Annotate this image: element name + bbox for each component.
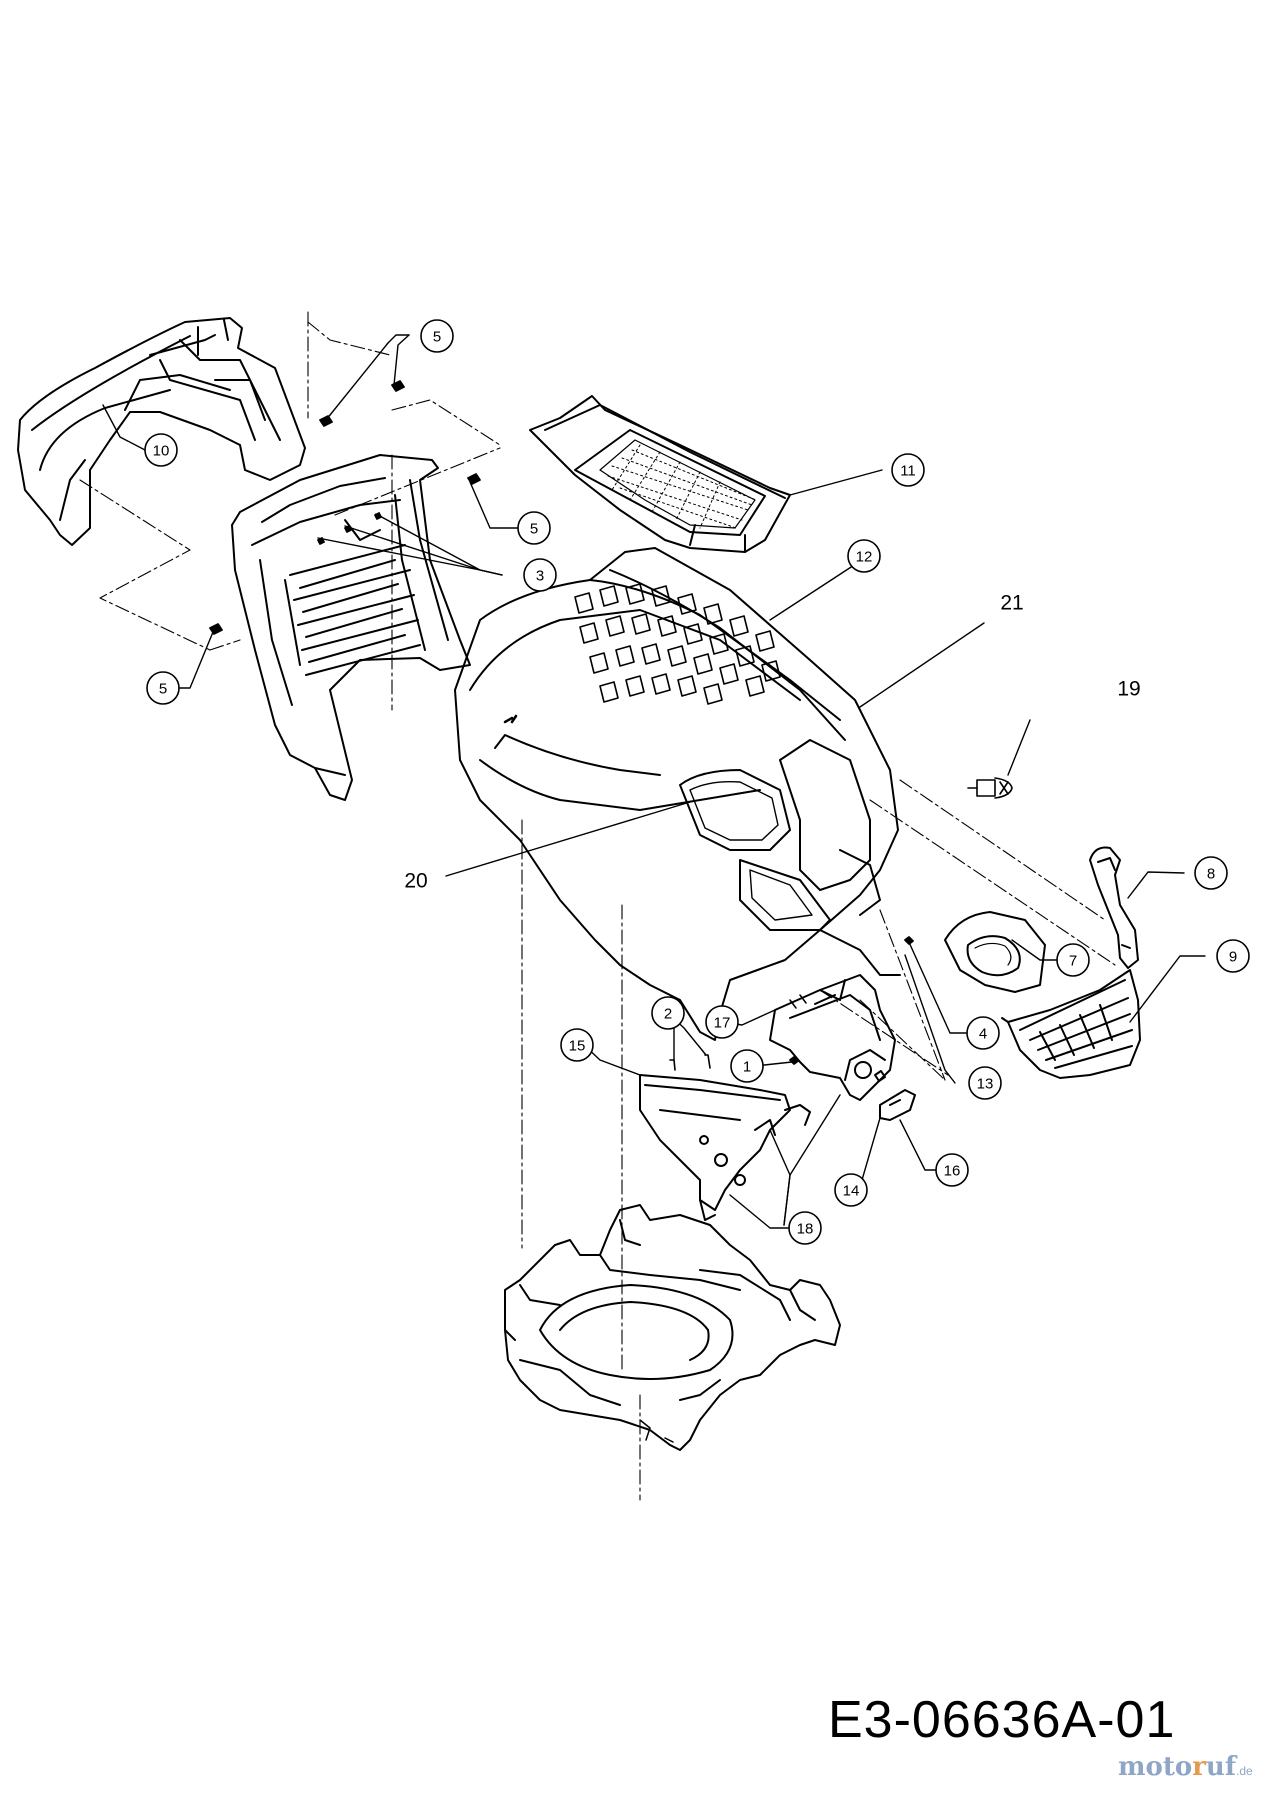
callout-3: 3 xyxy=(536,568,544,585)
bulb-part-19 xyxy=(967,777,1013,799)
callout-15: 15 xyxy=(569,1038,586,1055)
label-19: 19 xyxy=(1117,678,1140,701)
callout-9: 9 xyxy=(1229,949,1237,966)
bezel-bracket-part-8 xyxy=(1089,846,1139,969)
rear-fender-part-10 xyxy=(17,317,306,546)
hood-part-12 xyxy=(454,547,901,1041)
fasteners xyxy=(209,380,914,1065)
drawing-code: E3-06636A-01 xyxy=(828,1691,1176,1749)
callout-13: 13 xyxy=(977,1076,994,1093)
label-21: 21 xyxy=(1000,592,1023,615)
headlight-lens-part-7 xyxy=(944,911,1046,993)
watermark-logo: motoruf.de xyxy=(1118,1752,1253,1782)
callout-4: 4 xyxy=(979,1026,987,1043)
callout-7: 7 xyxy=(1069,953,1077,970)
callout-12: 12 xyxy=(856,549,873,566)
dash-panel xyxy=(231,454,471,801)
callout-2: 2 xyxy=(664,1006,672,1023)
callout-5-right: 5 xyxy=(530,521,538,538)
callout-10: 10 xyxy=(153,443,170,460)
front-brackets xyxy=(769,974,916,1121)
callout-17: 17 xyxy=(714,1015,731,1032)
assembly-lines xyxy=(79,311,1116,1501)
callout-5-left: 5 xyxy=(159,681,167,698)
lower-brackets xyxy=(639,1054,811,1221)
label-20: 20 xyxy=(404,870,427,893)
callout-1: 1 xyxy=(743,1059,751,1076)
callout-14: 14 xyxy=(843,1183,860,1200)
callout-11: 11 xyxy=(900,463,916,480)
base-plate xyxy=(504,1204,841,1451)
hood-lid-part-11 xyxy=(529,395,791,553)
grille-part-9 xyxy=(1001,969,1141,1079)
callout-circles xyxy=(144,319,1250,1245)
leader-lines xyxy=(102,334,1206,1229)
callout-18: 18 xyxy=(797,1221,814,1238)
callout-5-top: 5 xyxy=(433,329,441,346)
callout-8: 8 xyxy=(1207,866,1215,883)
callout-16: 16 xyxy=(944,1163,961,1180)
